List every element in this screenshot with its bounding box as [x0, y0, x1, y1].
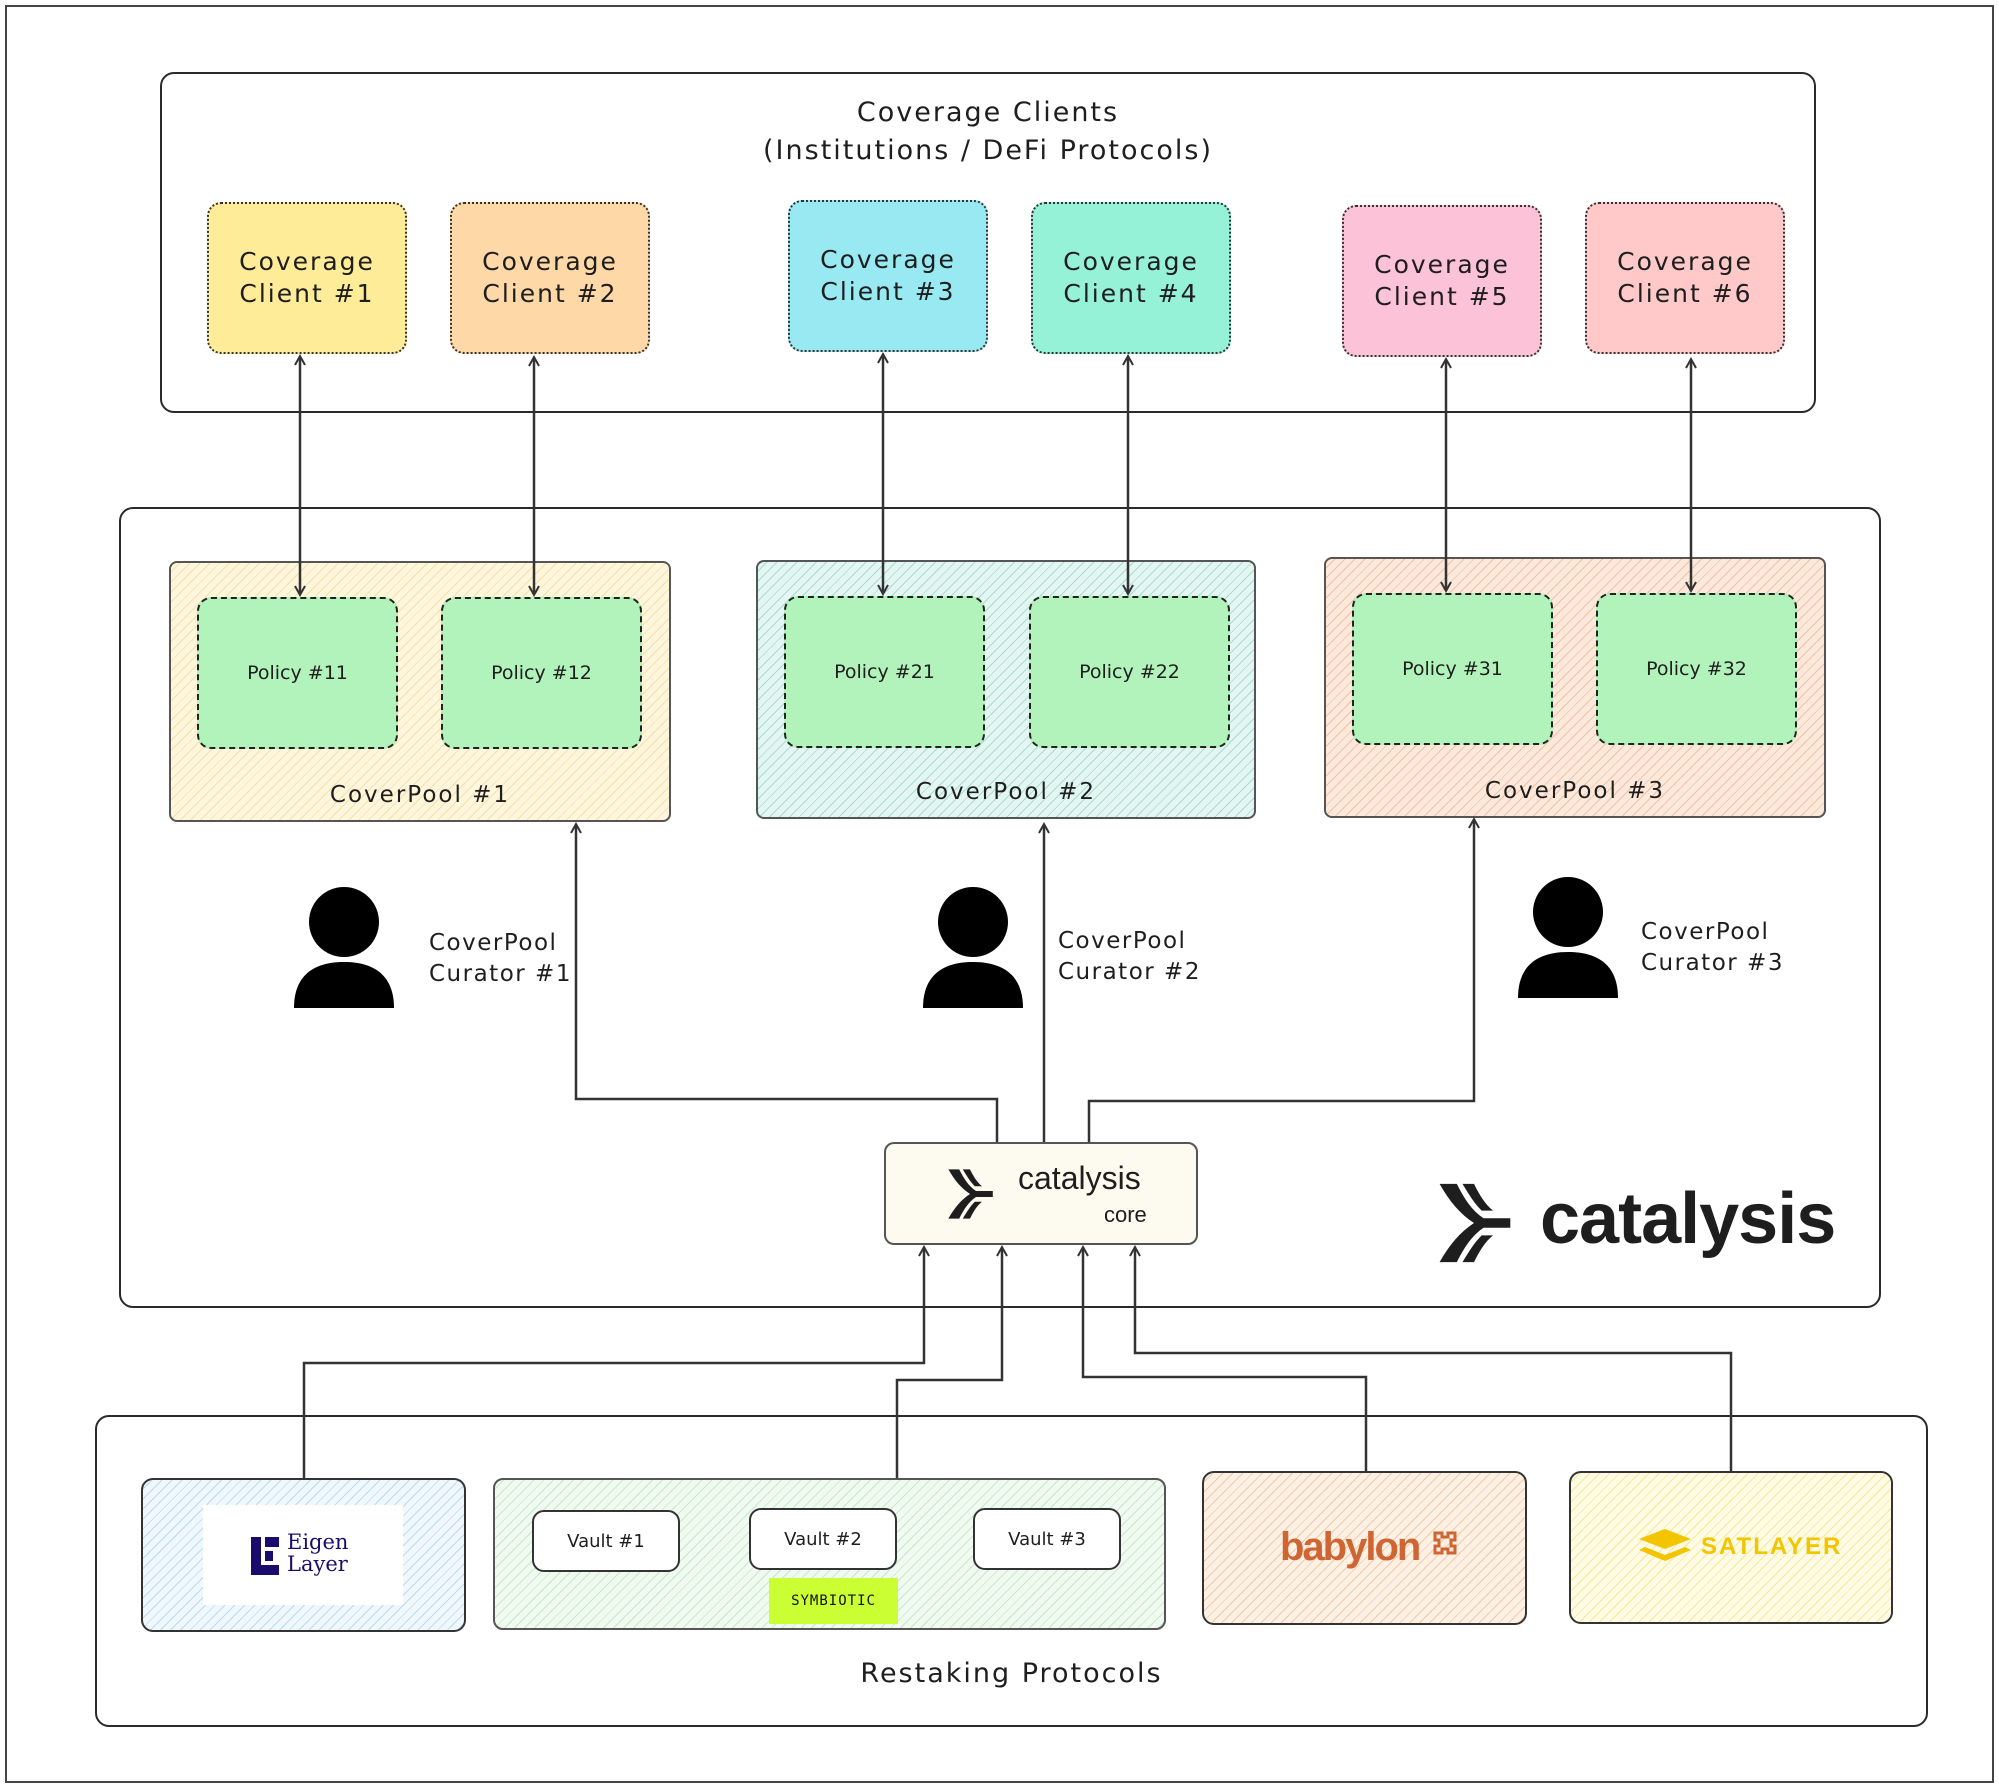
restaking-protocols-title: Restaking Protocols: [860, 1658, 1163, 1689]
coverpool-3: Policy #31 Policy #32 CoverPool #3: [1324, 557, 1826, 818]
curator-3-label: CoverPool Curator #3: [1641, 917, 1784, 979]
satlayer-box: SATLAYER: [1569, 1471, 1893, 1624]
policy-12: Policy #12: [441, 597, 642, 749]
vault-2-label: Vault #2: [784, 1528, 862, 1550]
satlayer-logo-text: SATLAYER: [1701, 1533, 1843, 1560]
policy-11-label: Policy #11: [247, 662, 348, 684]
curator-2-icon: [923, 887, 1023, 1008]
coverpool-2: Policy #21 Policy #22 CoverPool #2: [756, 560, 1256, 819]
coverage-clients-title: Coverage Clients (Institutions / DeFi Pr…: [162, 94, 1814, 170]
babylon-logo-text: babylon: [1280, 1525, 1421, 1569]
catalysis-mark-icon: [948, 1169, 993, 1219]
policy-22: Policy #22: [1029, 596, 1230, 748]
vault-3-label: Vault #3: [1008, 1528, 1086, 1550]
policy-22-label: Policy #22: [1079, 661, 1180, 683]
policy-21: Policy #21: [784, 596, 985, 748]
coverpool-1: Policy #11 Policy #12 CoverPool #1: [169, 561, 671, 822]
eigenlayer-line1: Eigen: [287, 1530, 349, 1554]
curator-2-line2: Curator #2: [1058, 959, 1201, 985]
coverage-client-4-label: Coverage Client #4: [1063, 247, 1199, 308]
satlayer-mark-icon: [1639, 1529, 1691, 1561]
curator-3-line1: CoverPool: [1641, 919, 1770, 945]
coverage-clients-title-line2: (Institutions / DeFi Protocols): [763, 135, 1213, 166]
policy-12-label: Policy #12: [491, 662, 592, 684]
curator-1-line1: CoverPool: [429, 930, 558, 956]
vault-2: Vault #2: [749, 1508, 897, 1570]
policy-31: Policy #31: [1352, 593, 1553, 745]
coverpool-3-label: CoverPool #3: [1484, 778, 1666, 804]
coverage-client-1-label: Coverage Client #1: [239, 247, 375, 308]
curator-3-icon: [1518, 877, 1618, 998]
catalysis-core-brand: catalysis: [1018, 1160, 1141, 1196]
eigenlayer-box: Eigen Layer: [141, 1478, 466, 1632]
babylon-box: babylon: [1202, 1471, 1527, 1625]
curator-1-icon: [294, 887, 394, 1008]
symbiotic-badge: SYMBIOTIC: [769, 1578, 898, 1624]
babylon-mark-icon: [1433, 1531, 1457, 1555]
catalysis-core-box: catalysis core: [884, 1142, 1198, 1245]
curator-2-line1: CoverPool: [1058, 928, 1187, 954]
coverage-client-4: Coverage Client #4: [1031, 202, 1231, 354]
coverage-client-1: Coverage Client #1: [207, 202, 407, 354]
eigenlayer-logo: Eigen Layer: [203, 1505, 403, 1605]
policy-21-label: Policy #21: [834, 661, 935, 683]
catalysis-logo-icon: [1439, 1183, 1511, 1263]
coverage-client-2-label: Coverage Client #2: [482, 247, 618, 308]
coverage-client-3-label: Coverage Client #3: [820, 245, 956, 306]
coverage-client-5-label: Coverage Client #5: [1374, 250, 1510, 311]
coverpool-1-label: CoverPool #1: [329, 782, 511, 808]
policy-32-label: Policy #32: [1646, 658, 1747, 680]
coverpool-2-label: CoverPool #2: [915, 779, 1097, 805]
curator-1-label: CoverPool Curator #1: [429, 928, 572, 990]
catalysis-logo-text: catalysis: [1540, 1179, 1836, 1259]
policy-32: Policy #32: [1596, 593, 1797, 745]
eigenlayer-line2: Layer: [287, 1552, 348, 1576]
curator-1-line2: Curator #1: [429, 961, 572, 987]
eigenlayer-text: Eigen Layer: [287, 1531, 348, 1575]
vault-1: Vault #1: [532, 1510, 680, 1572]
coverage-client-6: Coverage Client #6: [1585, 202, 1785, 354]
curator-2-label: CoverPool Curator #2: [1058, 926, 1201, 988]
curator-3-line2: Curator #3: [1641, 950, 1784, 976]
coverage-clients-group: Coverage Clients (Institutions / DeFi Pr…: [160, 72, 1816, 413]
symbiotic-badge-text: SYMBIOTIC: [791, 1593, 876, 1609]
vault-3: Vault #3: [973, 1508, 1121, 1570]
vault-1-label: Vault #1: [567, 1530, 645, 1552]
symbiotic-box: Vault #1 Vault #2 Vault #3 SYMBIOTIC: [493, 1478, 1166, 1630]
policy-31-label: Policy #31: [1402, 658, 1503, 680]
coverage-client-5: Coverage Client #5: [1342, 205, 1542, 357]
coverage-client-2: Coverage Client #2: [450, 202, 650, 354]
coverage-client-6-label: Coverage Client #6: [1617, 247, 1753, 308]
coverage-client-3: Coverage Client #3: [788, 200, 988, 352]
coverage-clients-title-line1: Coverage Clients: [856, 97, 1120, 128]
eigenlayer-mark-icon: [251, 1537, 279, 1575]
policy-11: Policy #11: [197, 597, 398, 749]
catalysis-core-sub: core: [1104, 1202, 1147, 1227]
diagram-frame: [5, 5, 1994, 1783]
